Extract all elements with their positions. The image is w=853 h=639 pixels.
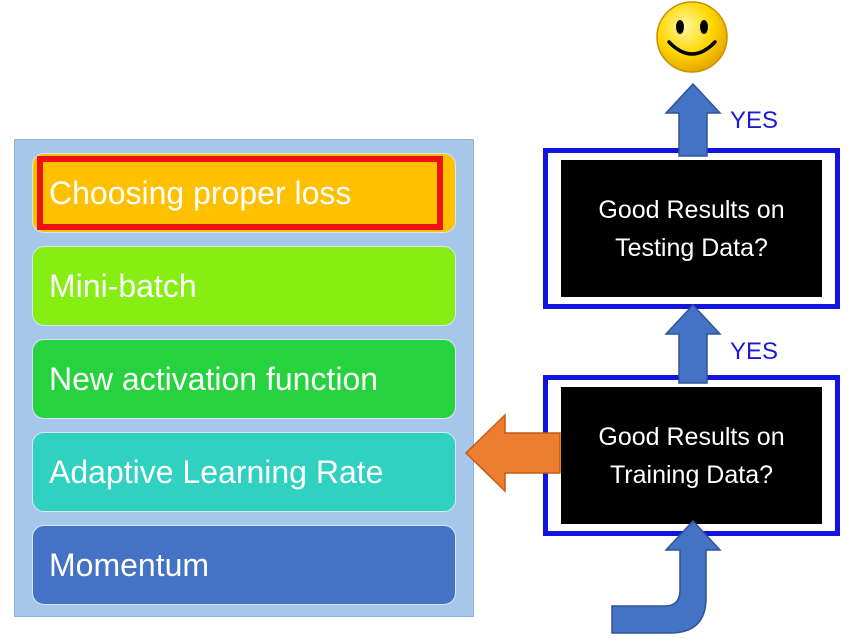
method-choosing-proper-loss[interactable]: Choosing proper loss <box>32 153 456 233</box>
arrow-up-to-testing <box>664 303 722 384</box>
decision-testing-data: Good Results on Testing Data? <box>543 148 840 309</box>
arrow-up-to-outcome <box>664 82 722 157</box>
decision-training-line1: Good Results on <box>598 422 785 451</box>
decision-testing-line1: Good Results on <box>598 195 785 224</box>
yes-label-middle: YES <box>730 338 779 365</box>
decision-testing-box: Good Results on Testing Data? <box>561 160 822 297</box>
method-momentum[interactable]: Momentum <box>32 525 456 605</box>
decision-testing-line2: Testing Data? <box>615 233 768 262</box>
smiley-face-icon <box>656 1 728 73</box>
method-new-activation-function[interactable]: New activation function <box>32 339 456 419</box>
arrow-left-to-methods <box>464 413 561 493</box>
decision-training-data: Good Results on Training Data? <box>543 375 840 536</box>
yes-label-top: YES <box>730 107 779 134</box>
decision-training-box: Good Results on Training Data? <box>561 387 822 524</box>
method-adaptive-learning-rate[interactable]: Adaptive Learning Rate <box>32 432 456 512</box>
decision-training-line2: Training Data? <box>609 460 774 489</box>
arrow-entry-curved <box>611 519 722 634</box>
method-mini-batch[interactable]: Mini-batch <box>32 246 456 326</box>
